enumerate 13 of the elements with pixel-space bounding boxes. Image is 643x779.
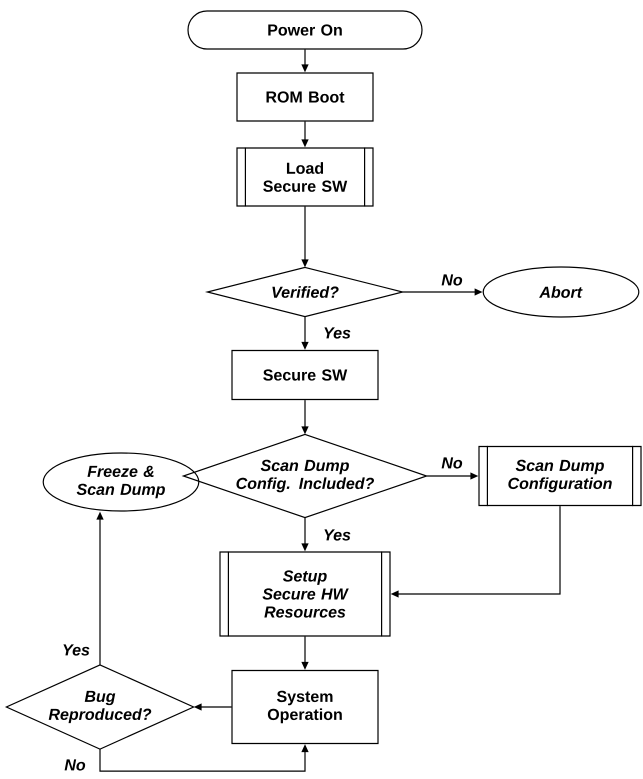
process-box: ROM Boot — [236, 72, 374, 122]
edge-label: Yes — [322, 528, 352, 542]
process-box: System Operation — [231, 670, 379, 744]
terminal-box: Power On — [187, 10, 423, 50]
edge-label: Yes — [322, 326, 352, 340]
subprocess-box: Setup Secure HW Resources — [219, 551, 391, 637]
subprocess-box: Load Secure SW — [236, 147, 374, 207]
edge-label: No — [63, 758, 87, 772]
edge-label: Yes — [61, 643, 91, 657]
edge-label: No — [440, 456, 464, 470]
edge-label: No — [440, 273, 464, 287]
process-box: Secure SW — [231, 350, 379, 400]
subprocess-box: Scan Dump Configuration — [478, 446, 642, 506]
